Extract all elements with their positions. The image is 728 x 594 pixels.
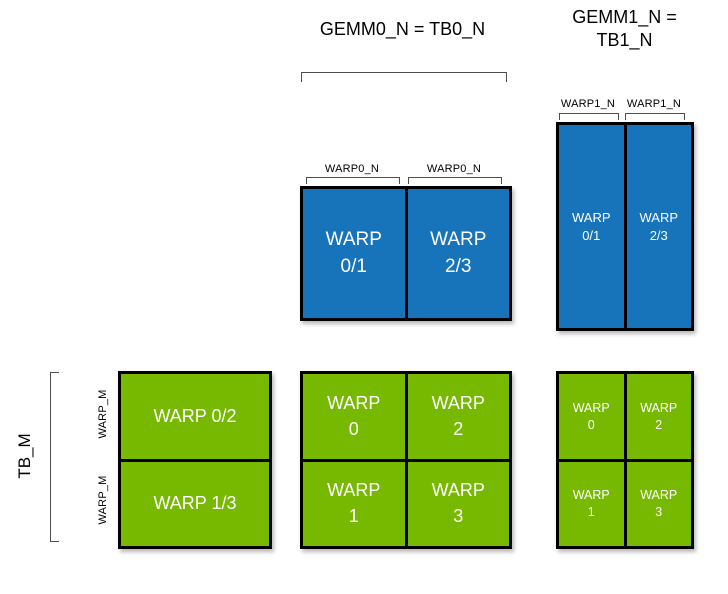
warp-cell-line1: WARP — [572, 488, 610, 503]
warp-cell-line1: WARP — [327, 392, 381, 413]
warp-cell-line1: WARP — [327, 480, 381, 501]
warp-cell-line1: WARP — [430, 229, 487, 250]
warp-m-label-bottom: WARP_M — [97, 475, 109, 525]
warp-cell-line1: WARP — [639, 210, 679, 225]
gemm1-n-title-line1: GEMM1_N = — [572, 7, 677, 27]
warp-cell-line1: WARP — [431, 392, 485, 413]
warp-cell-2: WARP 2 — [407, 374, 509, 459]
warp-cell-0: WARP 0 — [559, 374, 624, 459]
warp-cell-1-3: WARP 1/3 — [121, 461, 269, 546]
warp-cell-line2: 1 — [587, 505, 595, 520]
warp-cell-0-2: WARP 0/2 — [121, 374, 269, 459]
warp-cell-line2: 2 — [453, 418, 464, 439]
gemm1-n-title-line2: TB1_N — [596, 30, 653, 51]
warp1-n-bracket-right — [625, 113, 685, 120]
warp0-n-bracket-left — [306, 177, 400, 184]
warp-cell-0: WARP 0 — [303, 374, 405, 459]
warp-cell-2-3: WARP 2/3 — [407, 189, 509, 318]
gemm1-b-warp-tiles-block: WARP 0/1 WARP 2/3 — [556, 122, 694, 331]
warp-cell-1: WARP 1 — [559, 461, 624, 546]
warp-cell-line1: WARP — [325, 229, 382, 250]
warp-cell-line2: 0/1 — [582, 228, 601, 243]
warp0-n-label-right: WARP0_N — [426, 163, 482, 175]
warp-cell-line2: 2/3 — [445, 256, 472, 277]
warp-cell-line2: 3 — [655, 505, 663, 520]
warp0-n-label-left: WARP0_N — [324, 163, 380, 175]
warp-cell-line2: 2/3 — [649, 228, 668, 243]
tb-m-label: TB_M — [15, 433, 34, 479]
warp-cell-0-1: WARP 0/1 — [303, 189, 405, 318]
warp-cell-2: WARP 2 — [626, 374, 691, 459]
warp-cell-line2: 0/1 — [340, 256, 367, 277]
warp-cell-line2: 2 — [655, 417, 663, 432]
warp-cell-line1: WARP — [640, 400, 678, 415]
warp-cell-line2: 0 — [587, 417, 595, 432]
warp-cell-line1: WARP — [640, 488, 678, 503]
warp-cell-line1: WARP — [571, 210, 611, 225]
gemm0-n-bracket — [301, 72, 507, 82]
warp1-n-label-left: WARP1_N — [560, 98, 616, 110]
warp-cell-3: WARP 3 — [626, 461, 691, 546]
warp0-n-bracket-right — [408, 177, 502, 184]
gemm1-n-title: GEMM1_N = TB1_N — [552, 6, 697, 53]
warp-m-label-top: WARP_M — [97, 389, 109, 439]
gemm0-b-warp-tiles-block: WARP 0/1 WARP 2/3 — [300, 186, 512, 321]
warp-cell-1: WARP 1 — [303, 461, 405, 546]
a-warp-tiles-block: WARP 0/2 WARP 1/3 — [118, 371, 272, 549]
warp-cell-line1: WARP — [431, 480, 485, 501]
warp-cell-0-1: WARP 0/1 — [559, 125, 624, 328]
gemm0-c-warp-tiles-block: WARP 0 WARP 2 WARP 1 WARP 3 — [300, 371, 512, 549]
warp-cell-3: WARP 3 — [407, 461, 509, 546]
warp1-n-label-right: WARP1_N — [626, 98, 682, 110]
tb-m-bracket — [50, 372, 59, 542]
warp1-n-bracket-left — [559, 113, 619, 120]
gemm1-c-warp-tiles-block: WARP 0 WARP 2 WARP 1 WARP 3 — [556, 371, 694, 549]
warp-cell-2-3: WARP 2/3 — [626, 125, 691, 328]
warp-cell-line2: 0 — [348, 418, 359, 439]
warp-cell-line2: 3 — [453, 506, 464, 527]
warp-cell-line1: WARP 0/2 — [153, 405, 237, 426]
warp-cell-line2: 1 — [348, 506, 359, 527]
gemm0-n-title: GEMM0_N = TB0_N — [319, 19, 486, 39]
warp-cell-line1: WARP — [572, 400, 610, 415]
warp-cell-line1: WARP 1/3 — [153, 493, 237, 514]
